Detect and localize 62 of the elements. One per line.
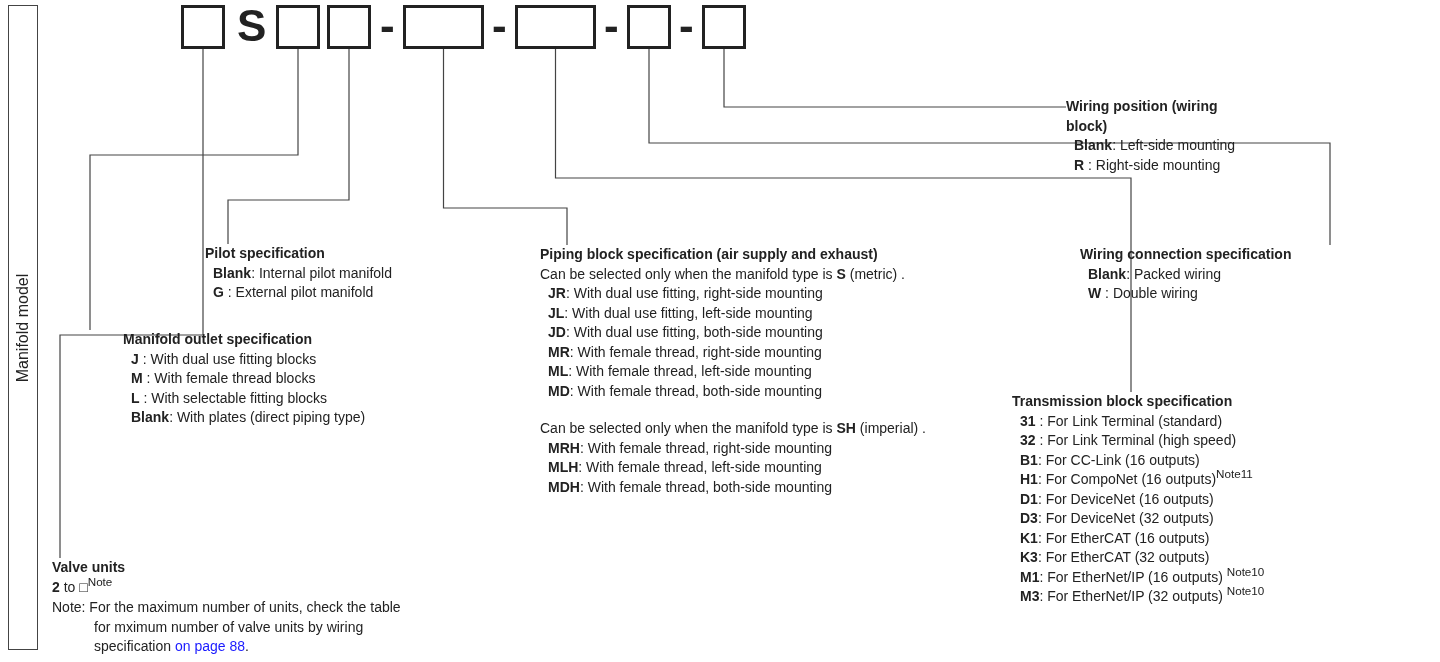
- leader-line: [723, 48, 1067, 108]
- option-text: Blank: Internal pilot manifold: [212, 263, 393, 283]
- option-text: 32 : For Link Terminal (high speed): [1019, 431, 1238, 450]
- spec-heading: Wiring connection specification: [1080, 245, 1293, 264]
- leader-line: [442, 48, 568, 246]
- option-text: ML: With female thread, left-side mounting: [547, 362, 813, 381]
- option-text: Blank: Left-side mounting: [1073, 136, 1237, 155]
- spec-heading: Pilot specification: [205, 244, 326, 263]
- option-text: H1: For CompoNet (16 outputs)$^{Note11}$: [1019, 470, 1254, 489]
- option-text: L : With selectable fitting blocks: [130, 388, 329, 408]
- option-text: G : External pilot manifold: [212, 283, 375, 302]
- leader-line: [227, 48, 350, 245]
- option-text: M3: For EtherNet/IP (32 outputs) $^{Note10}$: [1019, 587, 1266, 606]
- spec-heading: Transmission block specification: [1012, 392, 1234, 411]
- option-text: MD: With female thread, both-side mounting: [547, 381, 823, 401]
- option-text: B1: For CC-Link (16 outputs): [1019, 450, 1201, 470]
- option-text: M : With female thread blocks: [130, 369, 317, 388]
- spec-heading: Wiring position (wiring block): [1066, 97, 1219, 136]
- code-dash: -: [604, 1, 619, 51]
- spec-heading: Manifold outlet specification: [123, 330, 313, 349]
- option-text: JD: With dual use fitting, both-side mounting: [547, 323, 824, 342]
- option-text: J : With dual use fitting blocks: [130, 349, 318, 369]
- option-text: MR: With female thread, right-side mounting: [547, 342, 823, 362]
- option-text: K1: For EtherCAT (16 outputs): [1019, 528, 1211, 548]
- option-text: 31 : For Link Terminal (standard): [1019, 411, 1224, 431]
- page-link: on page 88: [174, 638, 245, 654]
- condition-text: 2 to □$^{Note}$: [52, 577, 114, 597]
- code-box: [702, 5, 746, 49]
- option-text: D3: For DeviceNet (32 outputs): [1019, 509, 1215, 528]
- option-text: D1: For DeviceNet (16 outputs): [1019, 489, 1215, 509]
- option-text: MRH: With female thread, right-side mounting: [547, 438, 833, 458]
- option-text: Blank: With plates (direct piping type): [130, 408, 367, 427]
- option-text: W : Double wiring: [1087, 284, 1199, 303]
- code-letter: S: [237, 1, 267, 51]
- model-band: [8, 5, 38, 650]
- leader-line: [89, 48, 299, 331]
- code-box: [327, 5, 371, 49]
- band-label: Manifold model: [14, 273, 32, 382]
- option-text: M1: For EtherNet/IP (16 outputs) $^{Note10}$: [1019, 567, 1266, 587]
- code-dash: -: [380, 1, 395, 51]
- option-text: R : Right-side mounting: [1073, 155, 1222, 175]
- code-box: [403, 5, 484, 49]
- spec-heading: Valve units: [52, 558, 127, 577]
- code-dash: -: [492, 1, 507, 51]
- option-text: K3: For EtherCAT (32 outputs): [1019, 548, 1211, 567]
- spec-heading: Piping block specification (air supply and exhaust): [540, 245, 879, 264]
- option-text: MDH: With female thread, both-side mounting: [547, 477, 834, 497]
- option-text: Blank: Packed wiring: [1087, 264, 1223, 284]
- condition-text: Can be selected only when the manifold type is S (metric) .: [540, 264, 906, 284]
- code-box: [515, 5, 596, 49]
- condition-text: Can be selected only when the manifold type is SH (imperial) .: [540, 419, 927, 438]
- option-text: JR: With dual use fitting, right-side mounting: [547, 284, 824, 303]
- leader-line: [648, 48, 1331, 246]
- leader-line: [554, 48, 1132, 393]
- leader-line: [59, 48, 204, 559]
- code-box: [627, 5, 671, 49]
- option-text: JL: With dual use fitting, left-side mounting: [547, 303, 814, 323]
- note-text: Note: For the maximum number of units, check the table for mximum number of valve units by wiring specification on page 88.: [52, 598, 402, 656]
- option-text: MLH: With female thread, left-side mounting: [547, 458, 823, 477]
- code-dash: -: [679, 1, 694, 51]
- code-box: [181, 5, 225, 49]
- code-box: [276, 5, 320, 49]
